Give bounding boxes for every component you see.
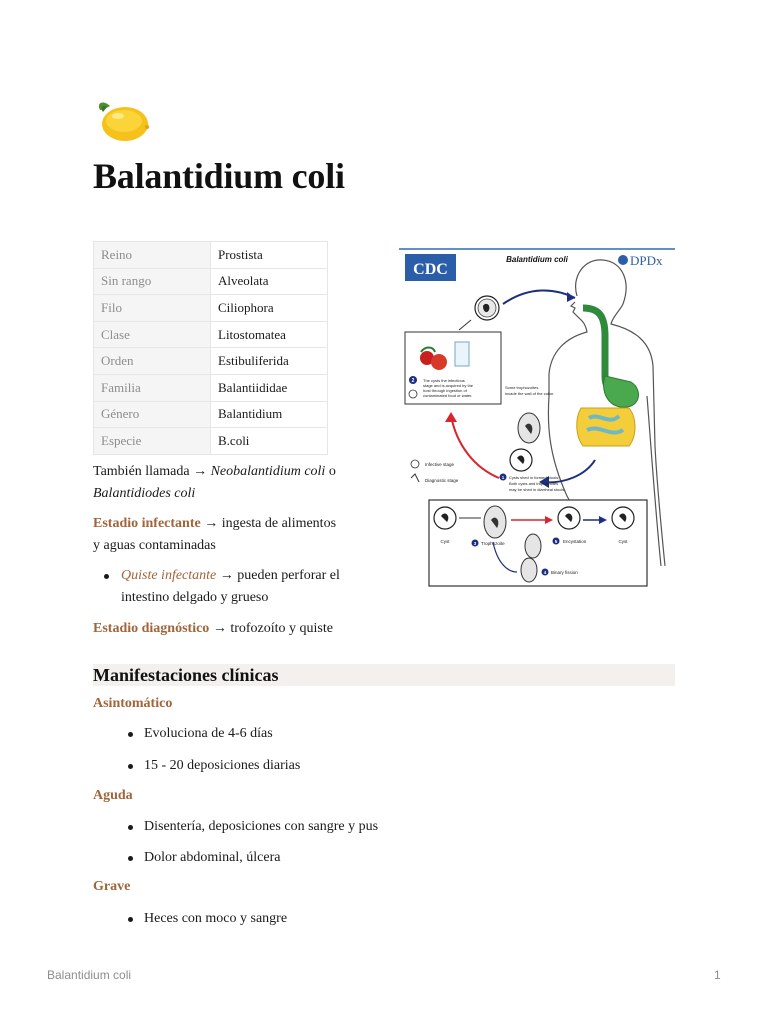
taxonomy-value: Balantiididae [210,373,328,402]
cyst-bullet-line: Quiste infectante → pueden perforar el [121,568,340,583]
taxonomy-value: Alveolata [210,267,328,296]
intestine [576,407,636,447]
taxonomy-key: Especie [93,427,211,455]
stomach [603,375,639,408]
svg-text:1: 1 [502,475,505,480]
cdc-logo [405,254,456,281]
bullet-dot [104,574,109,579]
life-cycle-diagram: CDC Balantidium coli DPDx 2 [399,246,675,592]
taxonomy-key: Orden [93,347,211,375]
svg-text:2: 2 [412,378,415,384]
taxonomy-value: B.coli [210,427,328,455]
page-number: 1 [714,968,721,982]
bullet-dot [128,917,133,922]
taxonomy-key: Reino [93,241,211,269]
list-item: Evoluciona de 4-6 días [144,726,273,741]
footer-title: Balantidium coli [47,968,132,982]
svg-text:contaminated food or water.: contaminated food or water. [423,393,472,398]
bullet-dot [128,764,133,769]
infective-stage-line-2: y aguas contaminadas [93,538,216,553]
group-title-asintomatico: Asintomático [93,696,173,711]
list-item: Disentería, deposiciones con sangre y pu… [144,819,379,834]
taxonomy-value: Estibuliferida [210,347,328,375]
aka-name2: Balantidiodes coli [93,486,196,501]
bullet-dot [128,825,133,830]
list-item: Heces con moco y sangre [144,911,288,926]
diagnostic-stage-line: Estadio diagnóstico → trofozoíto y quist… [93,621,333,636]
cyst-bullet-line-2: intestino delgado y grueso [121,590,269,605]
page-title: Balantidium coli [93,156,345,196]
svg-text:4: 4 [544,570,547,575]
svg-text:Cyst: Cyst [619,539,629,544]
heading-band [93,664,675,686]
svg-text:Diagnostic stage: Diagnostic stage [425,478,459,483]
manifestations-heading: Manifestaciones clínicas [93,665,279,685]
svg-text:DPDx: DPDx [630,253,663,268]
taxonomy-value: Prostista [210,241,328,269]
list-item: Dolor abdominal, úlcera [144,850,281,865]
svg-text:Infective stage: Infective stage [425,462,455,467]
svg-text:invade the wall of the colon.: invade the wall of the colon. [505,391,554,396]
taxonomy-value: Ciliophora [210,294,328,322]
group-title-grave: Grave [93,879,131,894]
taxonomy-value: Litostomatea [210,320,328,349]
infective-stage-label: Estadio infectante [93,516,201,531]
taxonomy-key: Filo [93,294,211,322]
svg-text:The cysts the infectious: The cysts the infectious [423,378,465,383]
svg-text:5: 5 [555,539,558,544]
cyst-label: Quiste infectante [121,568,217,583]
aka-paragraph: También llamada → Neobalantidium coli o [93,464,336,479]
dpdx-logo [618,255,628,265]
bullet-dot [128,732,133,737]
svg-text:Cysts shed in formed stools;: Cysts shed in formed stools; [509,475,559,480]
list-item: 15 - 20 deposiciones diarias [144,758,301,773]
svg-text:stage and is acquired by the: stage and is acquired by the [423,383,474,388]
svg-text:Encystation: Encystation [563,539,587,544]
infective-stage-line: Estadio infectante → ingesta de alimento… [93,516,337,531]
svg-text:3: 3 [474,541,477,546]
svg-text:Cyst: Cyst [441,539,451,544]
taxonomy-key: Género [93,400,211,429]
svg-text:Some trophozoites: Some trophozoites [505,385,538,390]
svg-text:may be shed in diarrheal stool: may be shed in diarrheal stools. [509,487,565,492]
svg-text:Both cysts and trophozoites: Both cysts and trophozoites [509,481,558,486]
svg-text:Binary fission: Binary fission [551,570,578,575]
taxonomy-key: Clase [93,320,211,349]
return-arrow [450,415,500,479]
taxonomy-key: Sin rango [93,267,211,296]
bullet-dot [128,856,133,861]
diagnostic-stage-label: Estadio diagnóstico [93,621,210,636]
group-title-aguda: Aguda [93,788,133,803]
svg-text:Balantidium coli: Balantidium coli [506,255,569,264]
svg-text:host through ingestion of: host through ingestion of [423,388,468,393]
taxonomy-key: Familia [93,373,211,402]
lemon-icon [98,102,150,141]
taxonomy-value: Balantidium [210,400,328,429]
svg-text:CDC: CDC [413,261,448,278]
